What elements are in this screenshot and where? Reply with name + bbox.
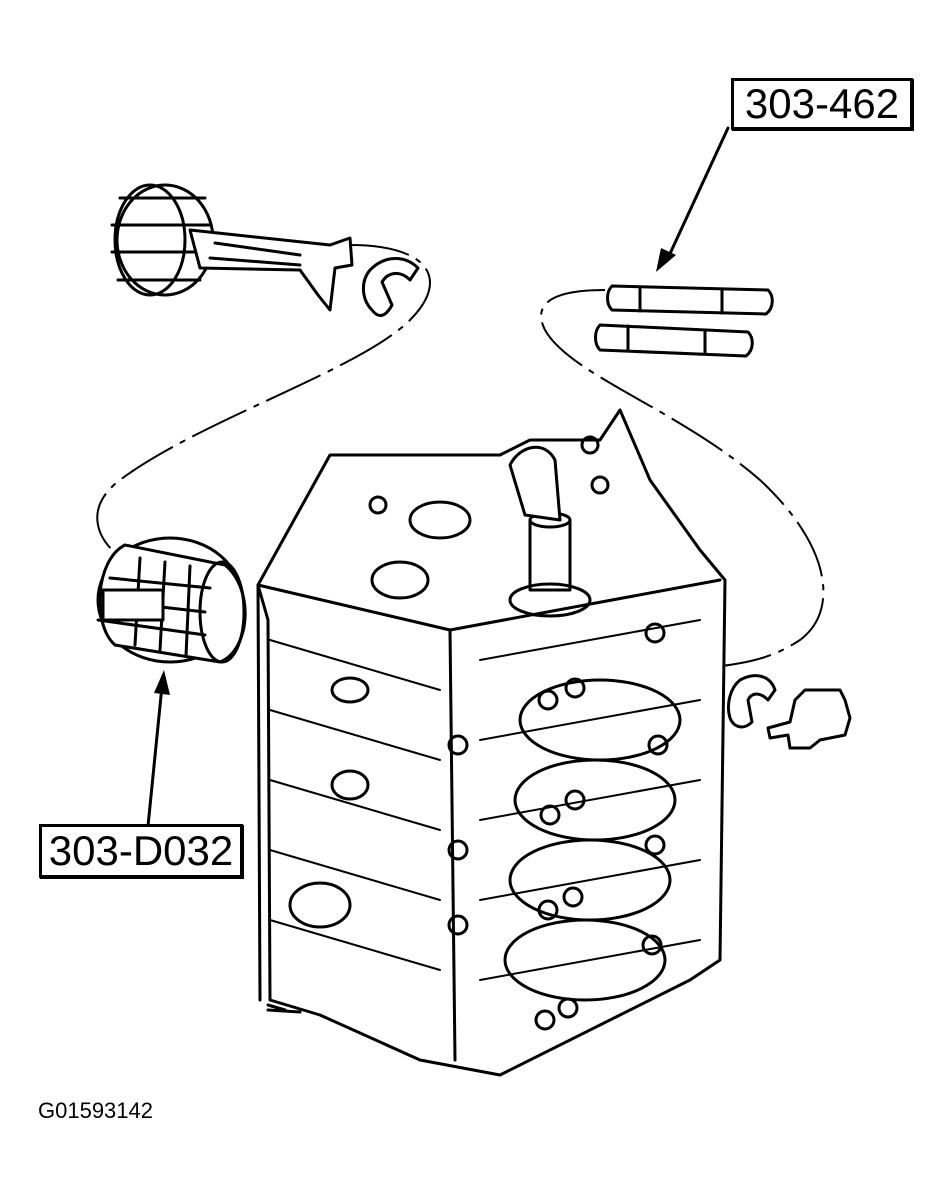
bearing-cap-icon — [726, 674, 852, 750]
engine-block-icon — [256, 408, 727, 1077]
piston-connecting-rod-icon — [110, 183, 354, 312]
tool-callout-303-D032: 303-D032 — [39, 824, 243, 878]
leader-loop-right — [540, 289, 825, 669]
tool-callout-303-462: 303-462 — [731, 78, 913, 130]
bearing-shell-icon — [362, 257, 420, 317]
arrow-to-compressor — [146, 670, 170, 828]
piston-ring-compressor-icon — [96, 536, 247, 664]
leader-loop-left — [96, 244, 431, 561]
alignment-pins-icon — [594, 284, 774, 358]
arrow-to-pins — [656, 126, 730, 272]
figure-identifier: G01593142 — [38, 1098, 153, 1123]
